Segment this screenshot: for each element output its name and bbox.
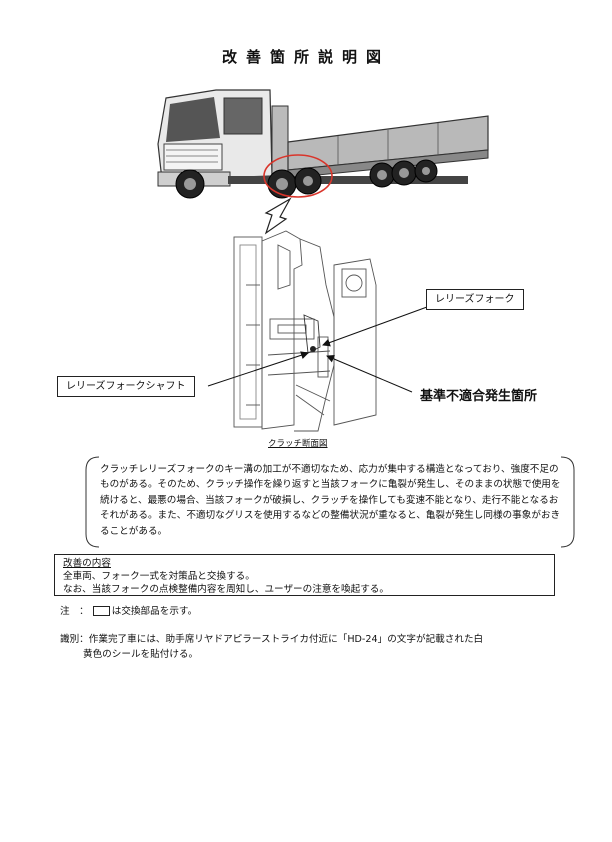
identification: 識別：作業完了車には、助手席リヤドアピラーストライカ付近に「HD-24」の文字が… — [60, 632, 560, 662]
truck-illustration — [157, 89, 489, 199]
remedy-line-2: なお、当該フォークの点検整備内容を周知し、ユーザーの注意を喚起する。 — [63, 584, 389, 595]
description-bracket — [85, 456, 575, 548]
release-fork-shaft-label: レリーズフォークシャフト — [57, 376, 195, 397]
identification-line-2: 黄色のシールを貼付ける。 — [83, 649, 199, 660]
drawing-caption: クラッチ断面図 — [268, 439, 328, 449]
release-fork-label: レリーズフォーク — [426, 289, 524, 310]
defect-description: クラッチレリーズフォークのキー溝の加工が不適切なため、応力が集中する構造となって… — [100, 464, 561, 537]
identification-line-1: 識別：作業完了車には、助手席リヤドアピラーストライカ付近に「HD-24」の文字が… — [60, 634, 484, 645]
noncompliance-location-label: 基準不適合発生箇所 — [420, 389, 538, 404]
note: 注 ： は交換部品を示す。 — [60, 603, 197, 617]
replacement-part-symbol-icon — [92, 606, 110, 616]
page-title: 改善箇所説明図 — [221, 48, 390, 66]
note-prefix: 注 ： — [60, 606, 89, 617]
clutch-cross-section-drawing — [233, 230, 377, 432]
remedy-heading: 改善の内容 — [63, 558, 111, 569]
remedy-box: 改善の内容 全車両、フォーク一式を対策品と交換する。 なお、当該フォークの点検整… — [54, 554, 555, 596]
highlight-ellipse — [263, 154, 333, 198]
remedy-line-1: 全車両、フォーク一式を対策品と交換する。 — [63, 571, 255, 582]
note-text: は交換部品を示す。 — [111, 606, 198, 617]
pointer-arrow-icon — [264, 197, 292, 235]
